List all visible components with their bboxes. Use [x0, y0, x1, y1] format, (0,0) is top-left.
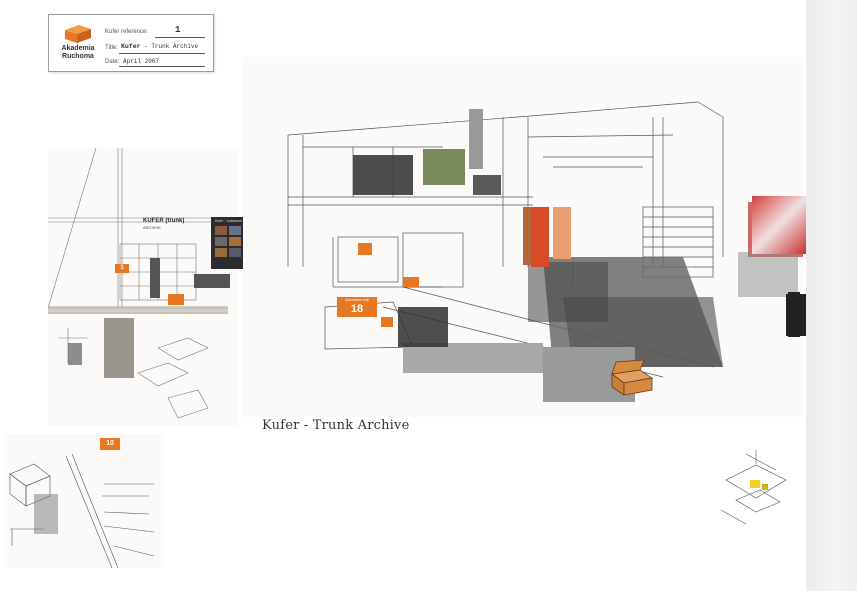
- lower-left-sketch: 10: [4, 434, 164, 568]
- title-label: Title:: [105, 45, 118, 51]
- main-perspective-drawing: Discussion Hall 18: [243, 57, 803, 417]
- reference-label: Kufer reference:: [105, 29, 149, 35]
- reference-underline: [155, 37, 205, 38]
- sketch-trunk-orange: [168, 294, 184, 305]
- perspective-linework: [287, 101, 803, 402]
- logo-wordmark: Akademia Ruchoma: [55, 45, 101, 61]
- drawing-caption: Kufer - Trunk Archive: [262, 418, 410, 433]
- sketch-trunk-small-photo: [194, 274, 230, 288]
- logo-line-2: Ruchoma: [62, 53, 94, 60]
- trunk-logo-icon: [65, 25, 91, 43]
- date-value: April 2007: [123, 58, 160, 65]
- logo-line-1: Akademia: [61, 45, 95, 52]
- title-value-rest: - Trunk Archive: [140, 43, 199, 50]
- lower-sketch-linework: [9, 453, 155, 568]
- sketch-subheading: ARCHIVE: [143, 225, 161, 230]
- site-plan-diagram: [720, 450, 787, 525]
- discussion-hall-number: 18: [350, 303, 364, 315]
- crowd-photo-right: [752, 196, 806, 254]
- sketch-heading: KUFER (trunk): [143, 218, 185, 224]
- title-value-bold: Kufer: [121, 43, 141, 50]
- discussion-hall-tag: Discussion Hall 18: [337, 297, 377, 317]
- lower-sketch-tag: 10: [100, 438, 120, 450]
- title-block-card: Akademia Ruchoma Kufer reference: 1 Titl…: [48, 14, 214, 72]
- left-section-sketch: KUFER (trunk) ARCHIVE 1: [48, 148, 238, 426]
- title-underline: [119, 53, 205, 54]
- right-margin-strip: [806, 0, 857, 591]
- sketch-figure-person: [150, 258, 160, 298]
- reference-value: 1: [175, 25, 181, 35]
- sketch-orange-tag: 1: [115, 264, 129, 273]
- title-value: Kufer - Trunk Archive: [121, 43, 198, 50]
- trunk-illustration-icon: [610, 360, 654, 396]
- date-label: Date:: [105, 59, 120, 65]
- date-underline: [119, 66, 205, 67]
- walking-figure-photo: [786, 294, 806, 336]
- discussion-hall-label: Discussion Hall: [345, 298, 369, 302]
